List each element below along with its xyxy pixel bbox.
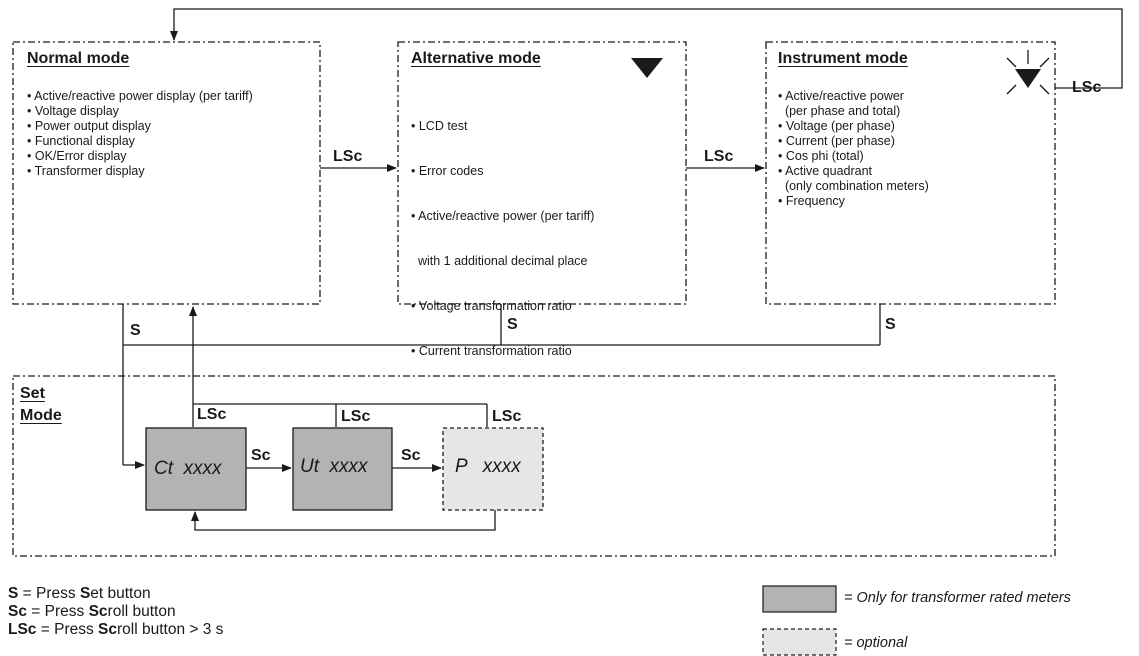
return-loop-wire [170,8,1123,89]
s-label-alt: S [507,316,518,333]
lsc-label-normal-alt: LSc [333,148,363,165]
normal-mode-list: • Active/reactive power display (per tar… [27,89,253,179]
sc-label-1: Sc [251,447,271,464]
legend-optional-swatch [762,628,837,656]
list-item: (per phase and total) [778,104,901,118]
list-item: • Frequency [778,194,845,208]
legend-s: S = Press Set button [8,585,151,602]
set-mode-title-line1: Set [20,385,45,402]
legend-transformer-swatch [762,585,837,613]
sc-label-2: Sc [401,447,421,464]
list-item: • Current (per phase) [778,134,895,148]
list-item: • Functional display [27,134,135,148]
list-item: • Active quadrant [778,164,873,178]
legend-optional-text: = optional [844,635,908,651]
solid-down-triangle-icon [631,58,663,78]
list-item: • Error codes [411,164,484,178]
list-item: (only combination meters) [778,179,929,193]
list-item: • Power output display [27,119,151,133]
list-item: • LCD test [411,119,468,133]
set-mode-title: Set Mode [20,383,62,427]
ct-box [145,427,247,511]
list-item: • Active/reactive power (per tariff) [411,209,595,223]
instrument-mode-list: • Active/reactive power (per phase and t… [778,89,929,209]
list-item: • Cos phi (total) [778,149,864,163]
normal-mode-box [12,41,321,305]
alternative-mode-title: Alternative mode [411,50,541,67]
lsc-label-alt-instr: LSc [704,148,734,165]
list-item: with 1 additional decimal place [411,254,588,268]
alternative-mode-list: • LCD test • Error codes • Active/reacti… [411,89,594,374]
list-item: • Active/reactive power [778,89,904,103]
instrument-mode-title: Instrument mode [778,50,908,67]
s-label-instr: S [885,316,896,333]
p-box [442,427,544,511]
alternative-mode-box [397,41,687,305]
set-mode-title-line2: Mode [20,407,62,424]
s-label-normal: S [130,322,141,339]
lsc-label-ut: LSc [341,408,371,425]
flashing-triangle-icon [1006,50,1050,95]
list-item: • Voltage display [27,104,119,118]
legend-lsc: LSc = Press Scroll button > 3 s [8,621,224,638]
ut-box [292,427,393,511]
list-item: • Active/reactive power display (per tar… [27,89,253,103]
ct-box-text: Ct xxxx [154,458,222,479]
lsc-label-p: LSc [492,408,522,425]
normal-mode-title: Normal mode [27,50,130,67]
list-item: • Voltage transformation ratio [411,299,572,313]
lsc-label-ct: LSc [197,406,227,423]
set-mode-box [12,375,1056,557]
legend: S = Press Set button Sc = Press Scroll b… [8,585,223,639]
ut-box-text: Ut xxxx [300,456,368,477]
lsc-label-return: LSc [1072,79,1102,96]
list-item: • OK/Error display [27,149,127,163]
list-item: • Voltage (per phase) [778,119,895,133]
legend-transformer-text: = Only for transformer rated meters [844,590,1071,606]
list-item: • Current transformation ratio [411,344,572,358]
legend-sc: Sc = Press Scroll button [8,603,176,620]
instrument-mode-box [765,41,1056,305]
bottom-loop-wire [191,510,496,531]
p-box-text: P xxxx [455,456,521,477]
list-item: • Transformer display [27,164,145,178]
